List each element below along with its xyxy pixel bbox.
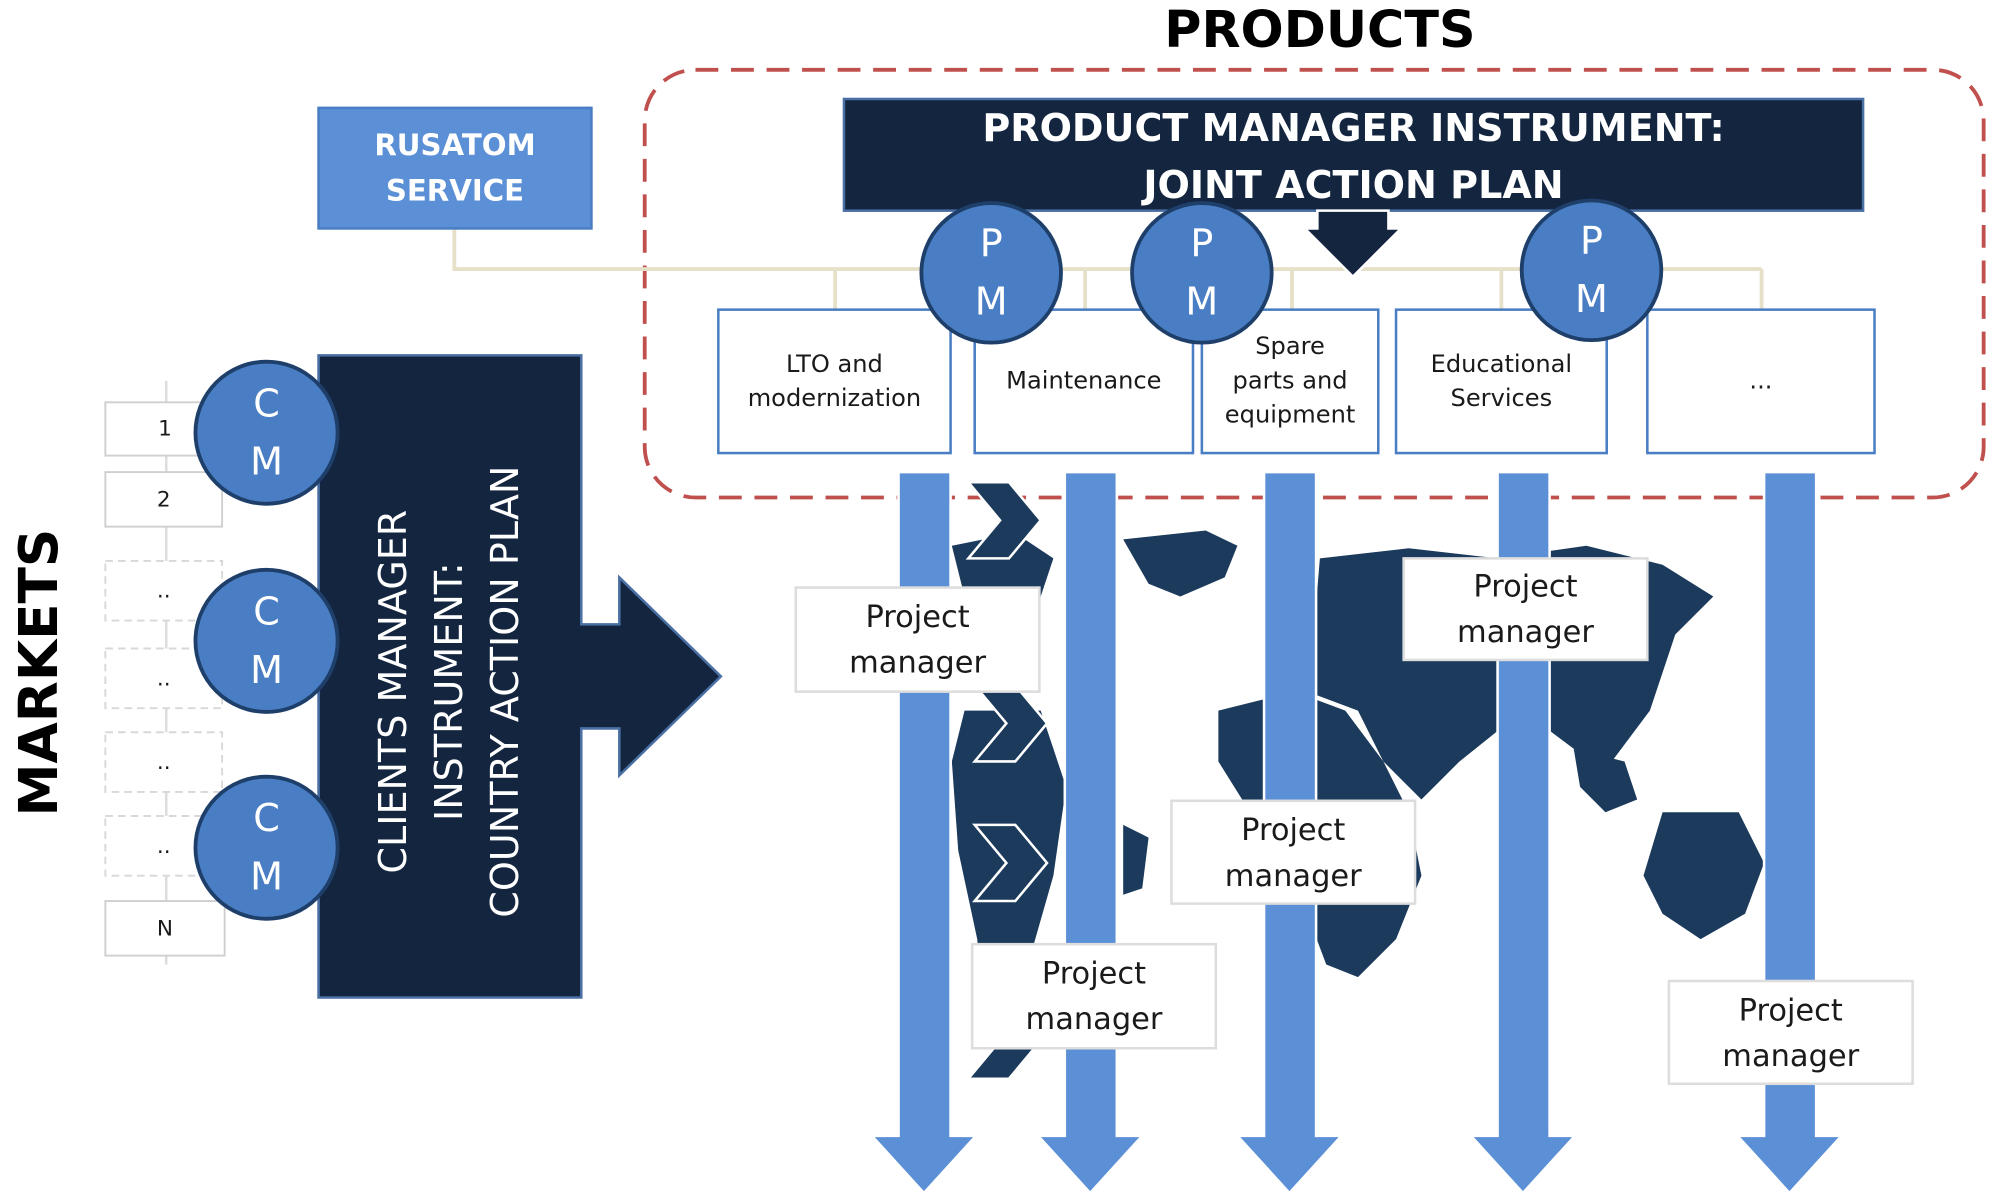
product-manager-instrument-box [842,97,1865,212]
pm-label-3: P M [1575,219,1608,323]
pm-label-1: P M [974,222,1008,325]
project-manager-label-2: Project manager [1457,568,1594,650]
project-manager-box-1 [794,586,1041,693]
product-label-lto: LTO and modernization [747,349,922,412]
rusatom-service-label: RUSATOM SERVICE [374,128,536,208]
cm-circles [193,359,340,921]
product-box-more [1646,308,1876,455]
product-label-more: ... [1749,366,1773,395]
pm-label-2: P M [1185,222,1219,325]
product-box-lto [717,308,952,455]
project-manager-box-4 [970,942,1218,1050]
market-box-2 [104,471,224,528]
product-label-maintenance: Maintenance [1006,366,1162,395]
market-label-n: N [156,915,174,942]
project-manager-box-2 [1402,557,1649,662]
product-label-spare-parts: Spare parts and equipment [1224,332,1356,429]
market-label-1: 1 [158,416,172,442]
project-manager-label-5: Project manager [1722,991,1860,1073]
market-box-n [104,900,226,957]
pm-circle-1 [919,201,1063,345]
cm-circle-2 [193,567,340,714]
market-label-2: 2 [156,486,171,513]
products-title: PRODUCTS [1164,1,1476,60]
pm-circle-3 [1519,198,1664,343]
product-label-educational: Educational Services [1430,349,1573,412]
market-label-4: .. [156,665,171,692]
clients-manager-instrument-label: CLIENTS MANAGER INSTRUMENT: COUNTRY ACTI… [371,465,528,918]
rusatom-service-box [317,106,593,230]
market-label-3: .. [156,578,171,604]
clients-manager-instrument-arrow [317,354,723,999]
cm-label-2: C M [250,590,283,693]
markets-title: MARKETS [6,528,70,817]
pm-circle-2 [1130,201,1274,345]
market-box-5 [104,731,224,793]
market-label-5: .. [156,749,171,775]
market-boxes [104,380,226,965]
cm-label-3: C M [250,796,283,900]
project-manager-box-3 [1170,799,1417,905]
pm-circles [919,198,1664,345]
product-manager-instrument-label: PRODUCT MANAGER INSTRUMENT: JOINT ACTION… [982,106,1725,209]
cm-label-1: C M [250,381,283,485]
products-frame [642,67,1986,500]
project-manager-label-3: Project manager [1224,811,1362,893]
project-manager-boxes [794,557,1914,1086]
cm-circle-1 [193,359,340,506]
project-manager-label-4: Project manager [1025,955,1163,1037]
project-manager-box-5 [1667,979,1914,1086]
pm-instrument-arrow [1301,209,1405,279]
connector-lines [452,228,1764,310]
project-manager-label-1: Project manager [849,599,987,681]
market-label-6: .. [156,833,171,859]
cm-circle-3 [193,774,340,921]
